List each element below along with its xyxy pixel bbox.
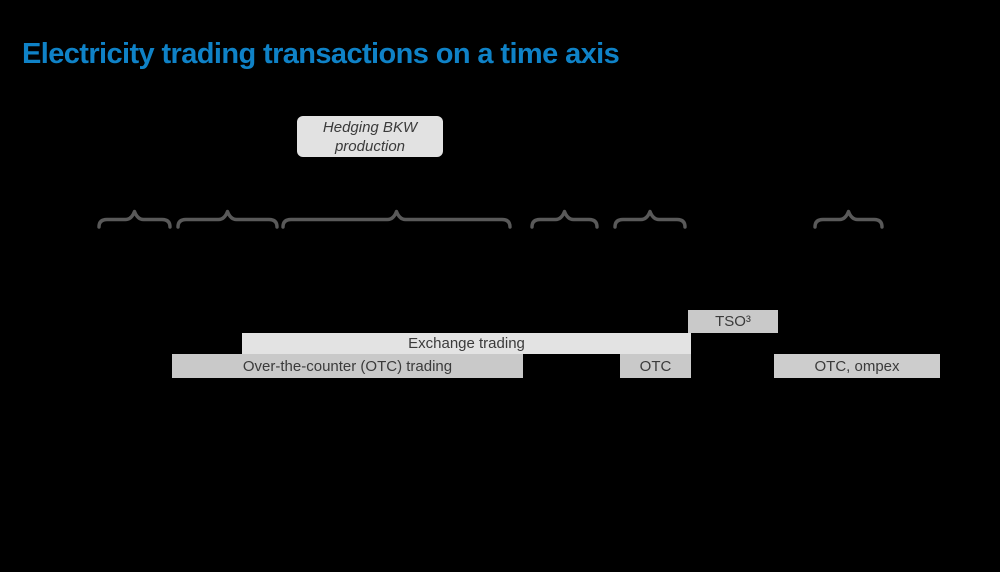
brace-segment-5 [613, 209, 687, 229]
exchange-trading-bar: Exchange trading [242, 333, 691, 354]
otc-trading-bar: Over-the-counter (OTC) trading [172, 354, 523, 378]
brace-segment-1 [97, 209, 172, 229]
otc-ompex-bar: OTC, ompex [774, 354, 940, 378]
hedging-callout-line1: Hedging BKW [322, 118, 418, 136]
tso-bar: TSO³ [688, 310, 778, 333]
otc-short-bar: OTC [620, 354, 691, 378]
page-title: Electricity trading transactions on a ti… [22, 38, 620, 70]
brace-segment-2 [176, 209, 279, 229]
time-segment-braces [97, 209, 884, 229]
brace-segment-3 [281, 209, 512, 229]
brace-segment-4 [530, 209, 599, 229]
hedging-callout-line2: production [334, 137, 406, 155]
hedging-production-callout: Hedging BKW production [297, 116, 443, 157]
brace-segment-6 [813, 209, 884, 229]
